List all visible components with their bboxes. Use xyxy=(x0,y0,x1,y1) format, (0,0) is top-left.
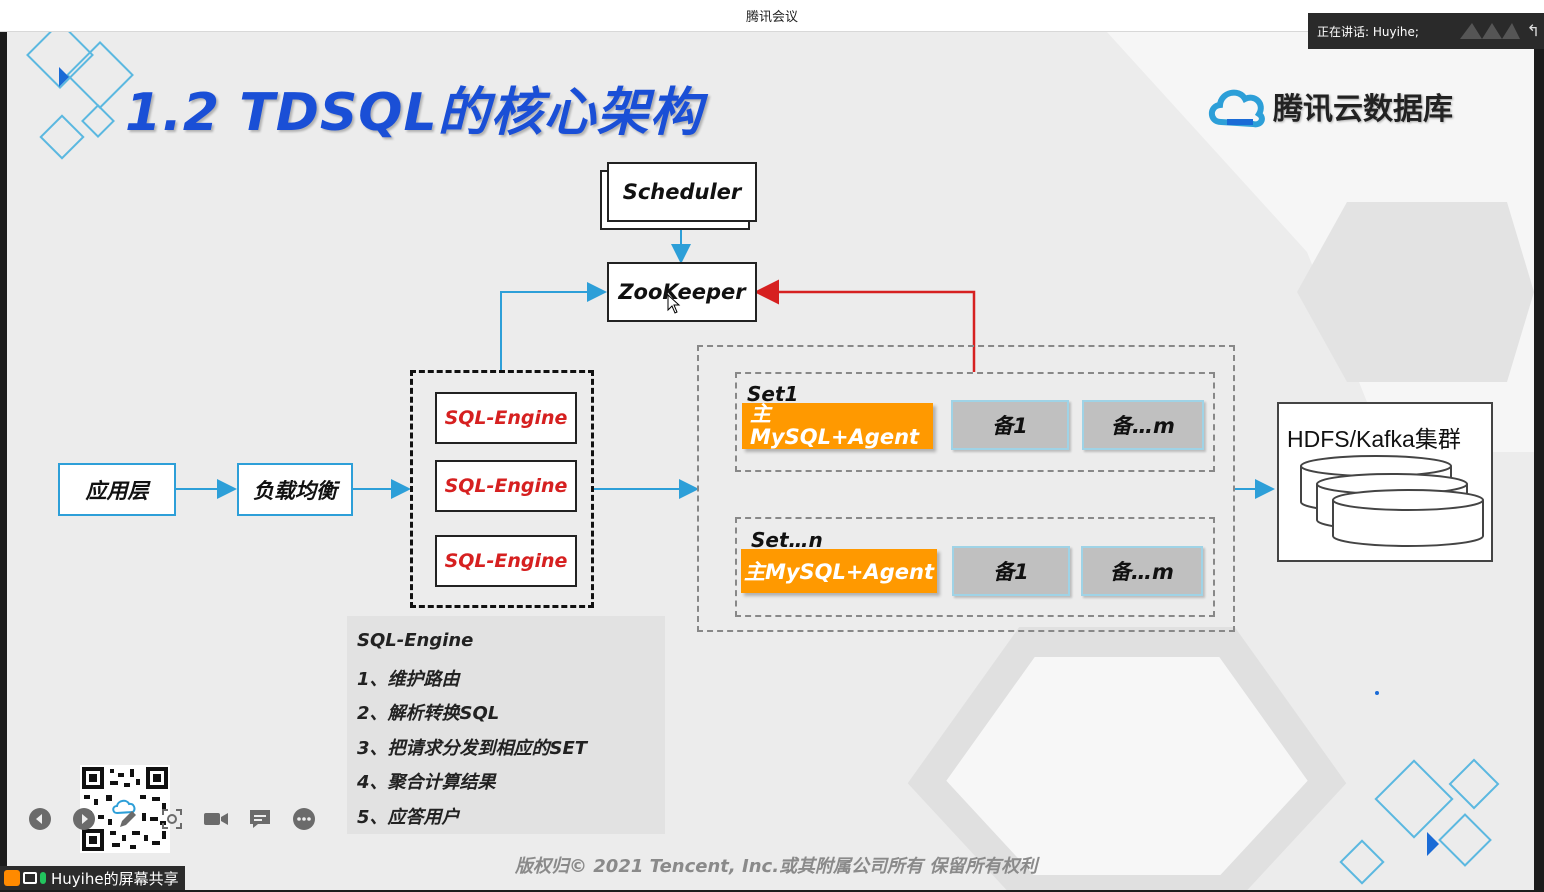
load-balance-label: 负载均衡 xyxy=(253,478,337,503)
meeting-toolbar xyxy=(26,806,318,832)
screenshot-icon[interactable] xyxy=(158,806,186,832)
camera-icon[interactable] xyxy=(202,806,230,832)
scheduler-label: Scheduler xyxy=(622,180,742,204)
next-page-icon[interactable] xyxy=(70,806,98,832)
speaker-label: 正在讲话: Huyihe; xyxy=(1317,24,1419,39)
set1-group xyxy=(735,372,1215,472)
qr-code-image xyxy=(80,765,170,853)
set1-backup-1-label: 备1 xyxy=(992,414,1028,438)
load-balance-box: 负载均衡 xyxy=(237,463,353,516)
sql-engine-label: SQL-Engine xyxy=(444,475,568,497)
setn-master: 主MySQL+Agent xyxy=(741,549,937,593)
chat-icon[interactable] xyxy=(246,806,274,832)
zookeeper-box: ZooKeeper xyxy=(607,262,757,322)
scheduler-box: Scheduler xyxy=(607,162,757,222)
storage-cluster xyxy=(697,345,1235,632)
speaker-indicator: 正在讲话: Huyihe; ↰ xyxy=(1308,13,1544,49)
background-decoration xyxy=(26,32,1534,890)
set1-master-line2: MySQL+Agent xyxy=(750,425,920,449)
audio-wave-icon xyxy=(1460,23,1520,39)
more-options-icon[interactable] xyxy=(290,806,318,832)
sql-engine-box: SQL-Engine xyxy=(435,535,577,587)
sql-engine-label: SQL-Engine xyxy=(444,407,568,429)
notes-line: 2、解析转换SQL xyxy=(357,703,500,724)
previous-page-icon[interactable] xyxy=(26,806,54,832)
sql-engine-box: SQL-Engine xyxy=(435,392,577,444)
set1-master: 主 MySQL+Agent xyxy=(742,403,933,449)
microphone-icon xyxy=(40,872,46,884)
pen-icon[interactable] xyxy=(114,806,142,832)
notes-line: 3、把请求分发到相应的SET xyxy=(357,737,588,759)
zookeeper-label: ZooKeeper xyxy=(618,280,746,304)
mouse-cursor-icon xyxy=(667,294,681,314)
set1-backup-m-label: 备…m xyxy=(1111,414,1175,438)
copyright-text: 版权归© 2021 Tencent, Inc.或其附属公司所有 保留所有权利 xyxy=(515,856,1038,877)
setn-group xyxy=(735,517,1215,617)
avatar-icon xyxy=(4,870,20,886)
hdfs-kafka-cluster: HDFS/Kafka集群 xyxy=(1277,402,1493,562)
app-layer-label: 应用层 xyxy=(85,478,149,503)
screen-share-label: Huyihe的屏幕共享 xyxy=(51,869,179,888)
notes-line: 4、聚合计算结果 xyxy=(357,772,496,793)
app-layer-box: 应用层 xyxy=(58,463,176,516)
hdfs-kafka-label: HDFS/Kafka集群 xyxy=(1287,426,1461,452)
sql-engine-box: SQL-Engine xyxy=(435,460,577,512)
screen-share-badge: Huyihe的屏幕共享 xyxy=(0,866,185,890)
brand-name: 腾讯云数据库 xyxy=(1273,92,1453,127)
set1-master-line1: 主 xyxy=(750,402,771,426)
setn-backup-m-label: 备…m xyxy=(1110,560,1174,584)
setn-backup-1-label: 备1 xyxy=(993,560,1029,584)
setn-master-label: 主MySQL+Agent xyxy=(743,560,935,584)
cloud-icon xyxy=(1208,89,1265,128)
setn-label: Set…n xyxy=(751,528,823,552)
setn-backup-m: 备…m xyxy=(1081,546,1203,596)
window-titlebar: 腾讯会议 xyxy=(0,0,1544,32)
return-icon[interactable]: ↰ xyxy=(1526,21,1540,40)
notes-line: SQL-Engine xyxy=(357,630,474,651)
set1-backup-m: 备…m xyxy=(1082,400,1204,450)
screen-share-icon xyxy=(23,872,37,884)
presentation-slide: 1.2 TDSQL的核心架构 腾讯云数据库 Scheduler ZooKeepe… xyxy=(7,32,1534,890)
notes-line: 1、维护路由 xyxy=(357,668,460,690)
set1-label: Set1 xyxy=(747,382,799,406)
set1-backup-1: 备1 xyxy=(951,400,1069,450)
window-title: 腾讯会议 xyxy=(745,10,798,25)
tencent-cloud-logo: 腾讯云数据库 xyxy=(1207,84,1453,128)
database-cylinders-icon xyxy=(1300,455,1484,547)
setn-backup-1: 备1 xyxy=(952,546,1070,596)
sql-engine-label: SQL-Engine xyxy=(444,550,568,572)
slide-title: 1.2 TDSQL的核心架构 xyxy=(125,83,703,143)
sql-engine-cluster xyxy=(410,370,594,608)
sql-engine-notes: SQL-Engine 1、维护路由 2、解析转换SQL 3、把请求分发到相应的S… xyxy=(347,616,665,834)
notes-line: 5、应答用户 xyxy=(357,806,460,828)
